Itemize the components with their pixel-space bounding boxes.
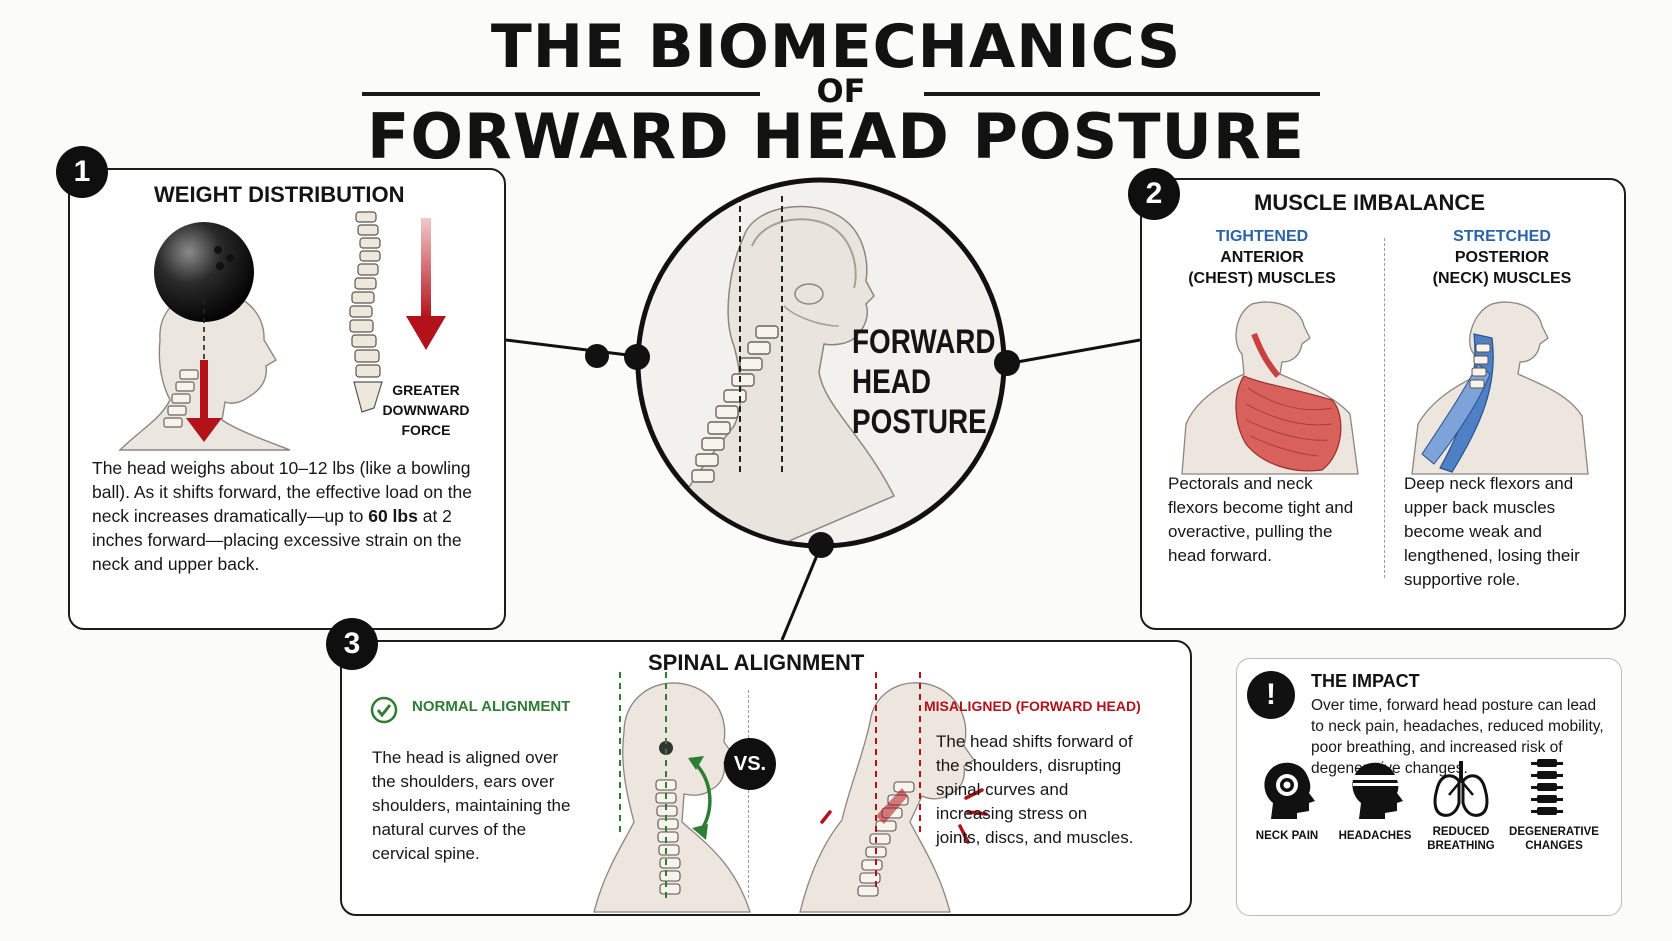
panel3-divider: [748, 690, 749, 898]
impact-description: Over time, forward head posture can lead…: [1311, 697, 1604, 777]
panel2-divider: [1384, 238, 1385, 578]
impact-title: THE IMPACT: [1311, 671, 1420, 691]
normal-alignment-figure: [593, 672, 751, 913]
panel3-number-badge: 3: [326, 618, 378, 670]
force-label: GREATER DOWNWARD FORCE: [370, 380, 482, 440]
stretched-line2: POSTERIOR: [1454, 249, 1550, 266]
center-label-line2: HEAD: [852, 363, 932, 401]
center-label-line3: POSTURE: [852, 403, 987, 441]
head-band-icon: [1352, 762, 1403, 819]
head-target-icon: [1264, 762, 1315, 819]
normal-heading: NORMAL ALIGNMENT: [412, 698, 571, 715]
panel2-number-badge: 2: [1128, 168, 1180, 220]
impact-label-breathing: REDUCED BREATHING: [1427, 826, 1495, 852]
panel1-number-badge: 1: [56, 146, 108, 198]
force-label-line3: FORCE: [401, 422, 451, 438]
center-illustration: [585, 177, 1007, 549]
vs-badge: VS.: [724, 738, 776, 790]
title-line-1: THE BIOMECHANICS: [490, 12, 1182, 82]
impact-label-degenerative: DEGENERATIVE CHANGES: [1509, 826, 1599, 852]
misaligned-figure: [799, 672, 988, 913]
impact-exclamation-icon: !: [1247, 671, 1295, 719]
title-divider: OF: [362, 72, 1320, 112]
center-label: FORWARD HEAD POSTURE: [852, 322, 996, 442]
vertebrae-icon: [1531, 759, 1563, 815]
force-label-line1: GREATER: [392, 382, 460, 398]
normal-description: The head is aligned over the shoulders, …: [372, 748, 571, 863]
panel-weight-distribution: WEIGHT DISTRIBUTION: [68, 168, 506, 630]
panel1-text-a: The head weighs about 10–12 lbs (like a …: [92, 458, 473, 526]
lungs-icon: [1433, 761, 1489, 817]
title-rule-left: [362, 92, 760, 96]
force-label-line2: DOWNWARD: [382, 402, 470, 418]
panel1-description: The head weighs about 10–12 lbs (like a …: [92, 456, 486, 576]
impact-label-neck-pain: NECK PAIN: [1255, 830, 1319, 842]
tightened-description: Pectorals and neck flexors become tight …: [1168, 474, 1354, 565]
center-dot-bottom: [808, 532, 834, 558]
panel1-text-bold: 60 lbs: [368, 506, 418, 526]
tightened-label: TIGHTENED ANTERIOR (CHEST) MUSCLES: [1162, 226, 1362, 289]
tightened-state: TIGHTENED: [1215, 228, 1309, 245]
misaligned-description: The head shifts forward of the shoulders…: [936, 732, 1134, 847]
panel-muscle-imbalance: MUSCLE IMBALANCE TIGHTENED ANTERIOR (CHE…: [1140, 178, 1626, 630]
check-icon: [370, 696, 398, 724]
panel1-text-b: at 2 inches forward—placing excessive st…: [92, 506, 462, 574]
panel3-title: SPINAL ALIGNMENT: [648, 650, 865, 675]
panel-spinal-alignment: SPINAL ALIGNMENT NORMAL ALIGNMENT The he…: [340, 640, 1192, 916]
center-dot-right: [994, 350, 1020, 376]
stretched-state: STRETCHED: [1453, 228, 1551, 245]
bowling-ball-head-illustration: [118, 222, 291, 451]
stretched-description: Deep neck flexors and upper back muscles…: [1404, 474, 1580, 589]
misaligned-heading: MISALIGNED (FORWARD HEAD): [924, 698, 1141, 714]
panel-impact: ! THE IMPACT Over time, forward head pos…: [1236, 658, 1622, 916]
panel1-title: WEIGHT DISTRIBUTION: [154, 182, 405, 207]
tightened-line2: ANTERIOR: [1220, 249, 1304, 266]
title-rule-right: [924, 92, 1320, 96]
tightened-line3: (CHEST) MUSCLES: [1188, 270, 1336, 287]
panel2-title: MUSCLE IMBALANCE: [1254, 190, 1485, 215]
stretched-line3: (NECK) MUSCLES: [1432, 270, 1572, 287]
impact-label-headaches: HEADACHES: [1338, 830, 1412, 842]
neck-muscles-illustration: [1411, 301, 1589, 475]
center-dot-left: [624, 344, 650, 370]
stretched-label: STRETCHED POSTERIOR (NECK) MUSCLES: [1402, 226, 1602, 289]
title-line-2: OF: [816, 72, 866, 110]
downward-force-arrow: [406, 218, 446, 350]
chest-muscles-illustration: [1181, 301, 1359, 475]
center-label-line1: FORWARD: [852, 323, 996, 361]
spine-illustration: [349, 211, 383, 413]
title-line-3: FORWARD HEAD POSTURE: [367, 100, 1305, 173]
